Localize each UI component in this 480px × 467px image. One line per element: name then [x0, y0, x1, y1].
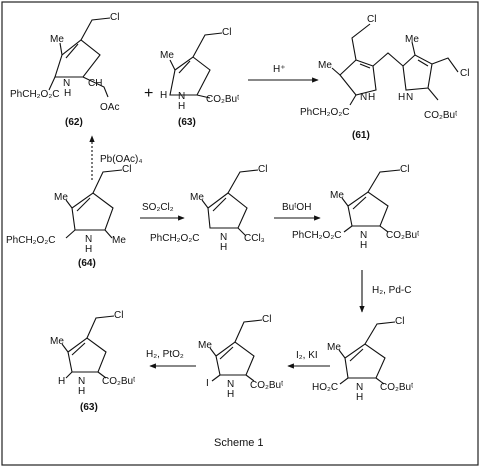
- nh-label: N: [356, 382, 363, 393]
- h-label: H: [58, 376, 65, 387]
- cl-label: Cl: [460, 68, 469, 79]
- nh-label: N: [85, 234, 92, 245]
- compound-63-top: Cl Me H N H CO₂Buᵗ (63): [160, 27, 239, 128]
- me-label: Me: [330, 190, 344, 201]
- cl-label: Cl: [222, 27, 231, 38]
- me-label: Me: [190, 192, 204, 203]
- h-label: H: [178, 101, 185, 112]
- me-label: Me: [54, 192, 68, 203]
- reagent-so2cl2: SO₂Cl₂: [142, 202, 174, 213]
- iodo-label: I: [206, 378, 209, 389]
- oac-label: OAc: [100, 102, 119, 113]
- diester-pyrrole: Cl Me N H CO₂Buᵗ PhCH₂O₂C: [292, 164, 419, 251]
- cl-label: Cl: [395, 316, 404, 327]
- compound-62-label: (62): [65, 117, 83, 128]
- reagent-pboac: Pb(OAc)₄: [100, 154, 142, 165]
- nh-label: N: [178, 91, 185, 102]
- compound-63-bottom: Cl Me H N H CO₂Buᵗ (63): [50, 310, 135, 413]
- me-label: Me: [50, 336, 64, 347]
- ester-label: PhCH₂O₂C: [150, 233, 199, 244]
- ester-label: CO₂Buᵗ: [386, 230, 419, 241]
- nh-label: N: [78, 376, 85, 387]
- cl-label: Cl: [114, 310, 123, 321]
- h-label: H: [64, 88, 71, 99]
- me-label: Me: [318, 60, 332, 71]
- nh-label: N: [406, 92, 413, 103]
- me-label: Me: [112, 235, 126, 246]
- compound-61-label: (61): [352, 130, 370, 141]
- ester-label: CO₂Buᵗ: [250, 380, 283, 391]
- compound-63-label: (63): [80, 402, 98, 413]
- h-label: H: [356, 392, 363, 403]
- ester-label: CO₂Buᵗ: [102, 376, 135, 387]
- me-label: Me: [198, 340, 212, 351]
- compound-64-label: (64): [78, 258, 96, 269]
- ester-label: PhCH₂O₂C: [10, 89, 59, 100]
- cl-label: Cl: [258, 164, 267, 175]
- me-label: Me: [405, 34, 419, 45]
- h-label: H: [220, 242, 227, 253]
- trichloromethyl-pyrrole: Cl Me N H CCl₃ PhCH₂O₂C: [150, 164, 267, 253]
- compound-61: Cl Cl Me Me N H H N PhCH₂O₂C CO₂Buᵗ (61): [300, 14, 469, 141]
- iodo-pyrrole: Cl Me I N H CO₂Buᵗ: [198, 314, 283, 400]
- reagent-acid: H⁺: [273, 64, 286, 75]
- h-label: H: [160, 90, 167, 101]
- nh-label: N: [63, 78, 70, 89]
- reagent-h2pdc: H₂, Pd-C: [372, 285, 411, 296]
- compound-63-label: (63): [178, 117, 196, 128]
- compound-62: Cl Me N H PhCH₂O₂C CH OAc (62): [10, 12, 119, 128]
- nh-label: N: [360, 92, 367, 103]
- ch-label: CH: [88, 78, 102, 89]
- reagent-butoh: BuᵗOH: [282, 202, 311, 213]
- h-label: H: [78, 386, 85, 397]
- h-label: H: [85, 244, 92, 255]
- plus-sign: +: [144, 85, 153, 102]
- nh-label: N: [220, 232, 227, 243]
- me-label: Me: [160, 50, 174, 61]
- ester-label: CO₂Buᵗ: [424, 110, 457, 121]
- nh-label: N: [360, 230, 367, 241]
- ester-label: PhCH₂O₂C: [300, 107, 349, 118]
- h-label: H: [398, 92, 405, 103]
- compound-64: Cl Me N H Me PhCH₂O₂C (64): [6, 164, 131, 269]
- h-label: H: [360, 240, 367, 251]
- h-label: H: [227, 389, 234, 400]
- cl-label: Cl: [110, 12, 119, 23]
- me-label: Me: [50, 34, 64, 45]
- cl-label: Cl: [400, 164, 409, 175]
- ester-label: PhCH₂O₂C: [6, 235, 55, 246]
- scheme-caption: Scheme 1: [214, 437, 264, 449]
- acid-label: HO₂C: [312, 382, 338, 393]
- reagent-i2ki: I₂, KI: [296, 350, 318, 361]
- ccl3-label: CCl₃: [244, 233, 265, 244]
- ester-label: PhCH₂O₂C: [292, 230, 341, 241]
- me-label: Me: [327, 342, 341, 353]
- nh-label: N: [227, 379, 234, 390]
- cl-label: Cl: [262, 314, 271, 325]
- h-label: H: [368, 92, 375, 103]
- reagent-h2pto2: H₂, PtO₂: [146, 349, 184, 360]
- cl-label: Cl: [367, 14, 376, 25]
- ester-label: CO₂Buᵗ: [380, 382, 413, 393]
- cl-label: Cl: [122, 164, 131, 175]
- ester-label: CO₂Buᵗ: [206, 94, 239, 105]
- carboxylic-acid-pyrrole: Cl Me N H CO₂Buᵗ HO₂C: [312, 316, 413, 403]
